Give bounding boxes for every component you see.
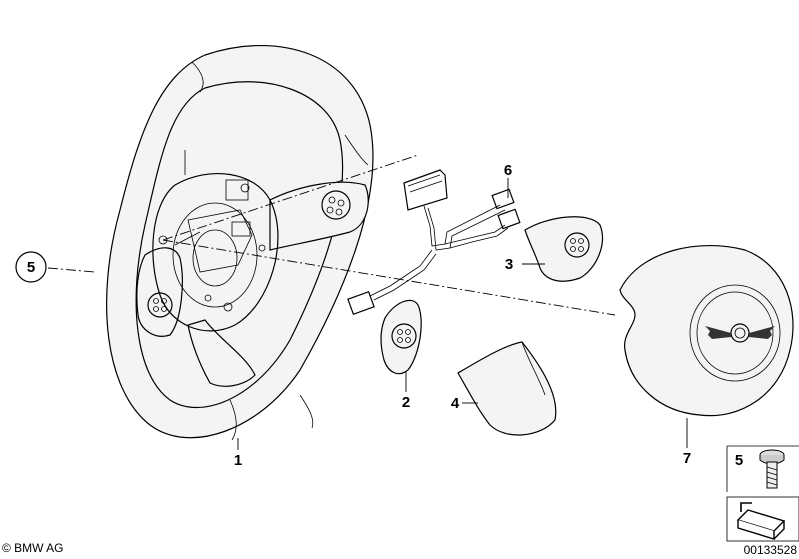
inset-callout-5: 5 <box>735 452 743 469</box>
leader-lines <box>237 178 688 450</box>
screw-icon <box>759 449 785 489</box>
assembly-lines <box>47 154 616 316</box>
steering-wheel <box>106 44 374 441</box>
right-switch-cover <box>524 216 604 282</box>
wiring-harness <box>347 169 521 316</box>
callout-3: 3 <box>505 256 513 273</box>
left-switch <box>380 299 422 375</box>
screw-inset: 5 <box>726 445 799 492</box>
arrow-icon <box>736 502 786 540</box>
airbag-module <box>619 244 794 417</box>
image-number: 00133528 <box>744 543 798 557</box>
callout-labels: 5 1 2 3 4 6 7 <box>15 162 691 469</box>
callout-2: 2 <box>402 394 410 411</box>
footer-box <box>726 496 799 542</box>
callout-1: 1 <box>234 452 242 469</box>
trim-cover <box>457 341 557 436</box>
callout-7: 7 <box>683 450 691 467</box>
mini-logo-icon <box>705 323 775 343</box>
callout-5-circle <box>15 251 47 283</box>
callout-5: 5 <box>27 259 35 276</box>
callout-6: 6 <box>504 162 512 179</box>
callout-4: 4 <box>451 395 460 412</box>
copyright-text: © BMW AG <box>2 541 64 555</box>
